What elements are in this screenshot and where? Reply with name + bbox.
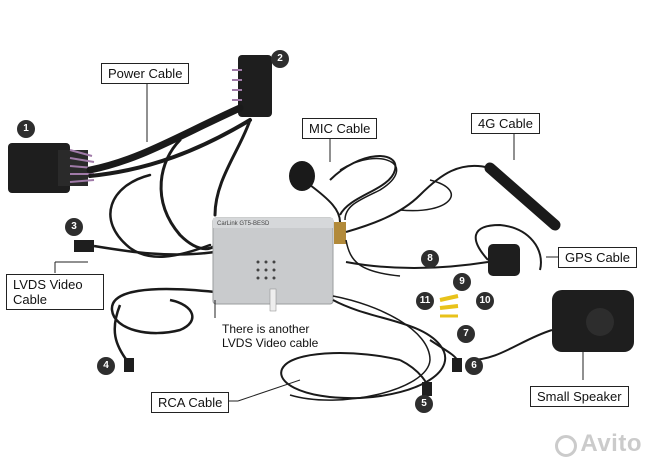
mic-cable-label: MIC Cable [302, 118, 378, 139]
badge-1: 1 [17, 120, 35, 138]
another-lvds-line2: LVDS Video cable [222, 336, 319, 350]
badge-9: 9 [453, 273, 471, 291]
rca-cable [280, 294, 462, 401]
rca-cable-label: RCA Cable [151, 392, 230, 413]
harness-connector-2 [232, 55, 272, 117]
badge-3: 3 [65, 218, 83, 236]
gps-cable-label: GPS Cable [558, 247, 638, 268]
badge-6: 6 [465, 357, 483, 375]
power-cable-label: Power Cable [101, 63, 190, 84]
badge-7: 7 [457, 325, 475, 343]
lvds-cable-3 [74, 240, 216, 256]
mic-cable [289, 155, 398, 223]
small-speaker-device [469, 290, 634, 361]
cable-4g-label: 4G Cable [471, 113, 540, 134]
another-lvds-line1: There is another [222, 322, 310, 336]
small-speaker-label: Small Speaker [530, 386, 629, 407]
harness-connector-1 [8, 143, 95, 193]
avito-watermark-text: Avito [580, 430, 642, 457]
lvds-video-cable-line2: Cable [13, 292, 47, 307]
another-lvds-cable-note: There is another LVDS Video cable [222, 322, 318, 350]
avito-watermark: Avito [555, 430, 642, 458]
badge-2: 2 [271, 50, 289, 68]
gps-cable [345, 223, 542, 277]
badge-4: 4 [97, 357, 115, 375]
head-unit-box [212, 217, 346, 312]
unit-logo-text: CarLink GT5-BESD [217, 221, 270, 227]
badge-10: 10 [476, 292, 494, 310]
badge-5: 5 [415, 395, 433, 413]
lvds-video-cable-label: LVDS Video Cable [6, 274, 104, 310]
avito-logo-icon [555, 435, 578, 457]
badge-8: 8 [421, 250, 439, 268]
badge-11: 11 [416, 292, 434, 310]
cable-4g [345, 162, 561, 233]
lvds-cable-4 [110, 287, 216, 372]
lvds-video-cable-line1: LVDS Video [13, 277, 83, 292]
